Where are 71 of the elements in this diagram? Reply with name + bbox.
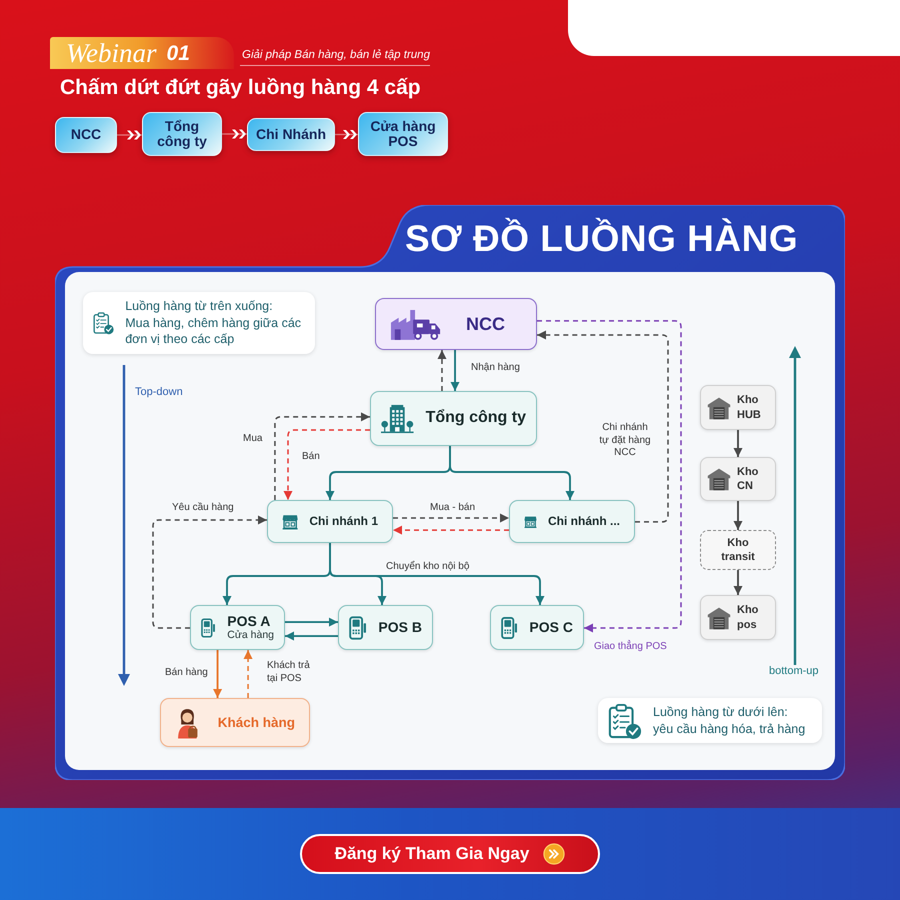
- node-label: Chi nhánh 1: [309, 514, 378, 528]
- note-card: [83, 292, 315, 354]
- dashed-box: [700, 530, 776, 570]
- arrow: [449, 446, 574, 500]
- arrow: [285, 618, 338, 627]
- node-label: Khách hàng: [218, 714, 295, 730]
- arrow: [450, 350, 460, 391]
- note-text: yêu cầu hàng hóa, trả hàng: [653, 720, 806, 738]
- panel-title: SƠ ĐỒ LUỒNG HÀNG: [405, 217, 798, 261]
- episode-number: 01: [166, 42, 190, 64]
- arrow: [329, 543, 544, 605]
- arrow: [285, 632, 338, 641]
- node-label: Kho pos: [737, 603, 760, 632]
- register-button: Đăng ký Tham Gia Ngay: [300, 834, 600, 874]
- process-box: [160, 698, 310, 747]
- node-label: Cửa hàng POS: [369, 118, 437, 150]
- node-label: Chi nhánh ...: [548, 514, 620, 528]
- process-box: [370, 391, 537, 446]
- node-sublabel: Cửa hàng: [227, 629, 274, 642]
- note-text: Luồng hàng từ dưới lên:: [653, 704, 789, 720]
- process-box: [509, 500, 635, 543]
- node-label: POS B: [378, 619, 422, 636]
- node-label: Kho CN: [737, 464, 760, 494]
- process-box: [338, 605, 433, 650]
- dashed-arrow: [152, 516, 267, 629]
- process-box: [190, 605, 285, 650]
- node-label: Chi Nhánh: [256, 126, 326, 142]
- note-card: [598, 698, 822, 743]
- flow-step-box: [358, 112, 448, 156]
- dashed-arrow: [537, 330, 669, 523]
- edge-label: Yêu cầu hàng: [170, 502, 236, 514]
- subtitle: Giải pháp Bán hàng, bán lẻ tập trung: [240, 49, 430, 66]
- flow-step-box: [247, 118, 335, 151]
- dashed-arrow: [437, 350, 446, 391]
- arrow: [734, 430, 742, 457]
- dashed-arrow: [393, 526, 509, 535]
- webinar-script-text: Webinar: [66, 40, 157, 66]
- arrow: [213, 650, 222, 698]
- dashed-arrow: [244, 650, 253, 698]
- dashed-arrow: [537, 320, 682, 632]
- node-label: POS A: [227, 613, 272, 630]
- edge-label: Nhận hàng: [469, 362, 522, 374]
- edge-label: Bán hàng: [163, 667, 210, 680]
- process-box: [375, 298, 537, 350]
- process-box: [490, 605, 584, 650]
- node-label: Tổng công ty: [156, 118, 208, 150]
- warehouse-box: [700, 385, 776, 430]
- node-label: POS C: [529, 619, 573, 636]
- direction-label: Top-down: [135, 386, 183, 400]
- node-label: Kho HUB: [737, 393, 762, 422]
- direction-label: bottom-up: [769, 665, 819, 678]
- node-label: Tổng công ty: [426, 409, 526, 428]
- warehouse-box: [700, 595, 776, 640]
- node-label: NCC: [70, 127, 102, 143]
- arrow: [734, 501, 742, 530]
- dashed-arrow: [274, 412, 370, 500]
- warehouse-box: [700, 457, 776, 501]
- note-text: Luồng hàng từ trên xuống:: [125, 298, 274, 315]
- arrow: [734, 570, 742, 595]
- dashed-arrow: [393, 514, 509, 523]
- diagram-panel: [55, 205, 845, 780]
- node-label: NCC: [466, 314, 505, 334]
- note-text: Mua hàng, chêm hàng giữa các đơn vị theo các cấp: [125, 314, 302, 348]
- edge-label: Chuyển kho nội bộ: [384, 561, 472, 574]
- flow-step-box: [55, 117, 117, 153]
- edge-label: Giao thẳng POS: [592, 641, 669, 654]
- dashed-arrow: [284, 429, 370, 500]
- process-box: [267, 500, 393, 543]
- page-title: Chấm dứt đứt gãy luồng hàng 4 cấp: [60, 75, 421, 101]
- node-label: Kho transit: [720, 536, 756, 564]
- flow-step-box: [142, 112, 222, 156]
